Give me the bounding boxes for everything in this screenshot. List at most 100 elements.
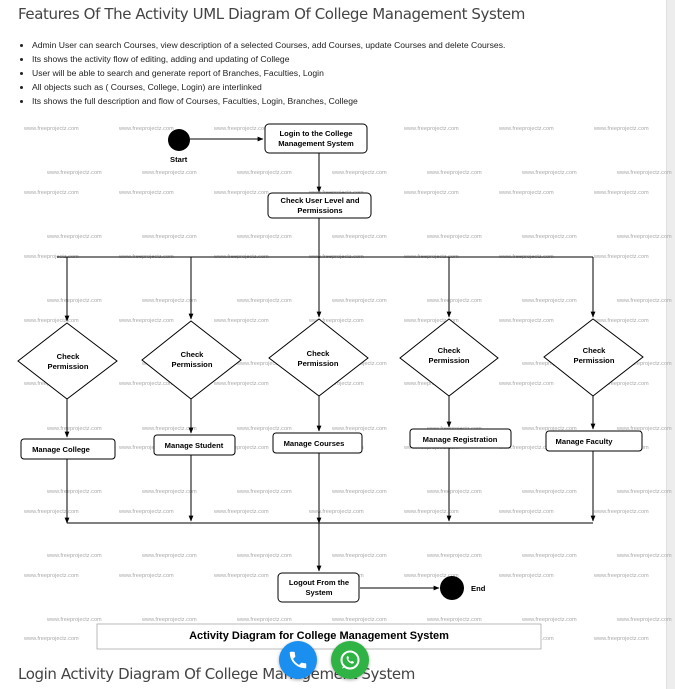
- watermark-text: www.freeprojectz.com: [426, 234, 482, 240]
- watermark-text: www.freeprojectz.com: [141, 298, 197, 304]
- watermark-text: www.freeprojectz.com: [23, 126, 79, 132]
- whatsapp-button[interactable]: [331, 641, 369, 679]
- manage-registration-node: Manage Registration: [409, 428, 512, 449]
- watermark-text: www.freeprojectz.com: [46, 617, 102, 623]
- svg-text:Login to the College: Login to the College: [280, 129, 353, 138]
- page-scroll-edge: [666, 0, 675, 689]
- watermark-text: www.freeprojectz.com: [498, 445, 554, 451]
- decision-faculty: Check Permission: [543, 318, 644, 397]
- phone-icon: [289, 651, 307, 669]
- watermark-text: www.freeprojectz.com: [23, 509, 79, 515]
- feature-list: Admin User can search Courses, view desc…: [16, 38, 505, 108]
- activity-diagram: www.freeprojectz.com www.freeprojectz.com…: [17, 123, 672, 650]
- watermark-text: www.freeprojectz.com: [331, 489, 387, 495]
- watermark-text: www.freeprojectz.com: [308, 381, 364, 387]
- logout-node: Logout From the System: [277, 572, 360, 603]
- svg-text:Permission: Permission: [298, 359, 339, 368]
- manage-courses-node: Manage Courses: [272, 432, 363, 454]
- list-item: User will be able to search and generate…: [32, 66, 505, 80]
- watermark-text: www.freeprojectz.com: [593, 573, 649, 579]
- watermark-text: www.freeprojectz.com: [593, 381, 649, 387]
- manage-college-node: Manage College: [20, 438, 116, 460]
- watermark-text: www.freeprojectz.com: [521, 234, 577, 240]
- start-label: Start: [170, 155, 188, 164]
- watermark-text: www.freeprojectz.com: [403, 509, 459, 515]
- svg-text:Activity Diagram for College M: Activity Diagram for College Management …: [189, 630, 449, 642]
- watermark-text: www.freeprojectz.com: [498, 318, 554, 324]
- watermark-text: www.freeprojectz.com: [308, 318, 364, 324]
- svg-text:Check: Check: [583, 346, 607, 355]
- watermark-text: www.freeprojectz.com: [46, 553, 102, 559]
- svg-text:Manage Registration: Manage Registration: [423, 435, 498, 444]
- watermark-text: www.freeprojectz.com: [426, 617, 482, 623]
- watermark-text: www.freeprojectz.com: [236, 298, 292, 304]
- svg-text:Manage Courses: Manage Courses: [284, 439, 345, 448]
- list-item: Admin User can search Courses, view desc…: [32, 38, 505, 52]
- watermark-text: www.freeprojectz.com: [498, 126, 554, 132]
- watermark-text: www.freeprojectz.com: [616, 553, 672, 559]
- watermark-text: www.freeprojectz.com: [141, 553, 197, 559]
- svg-text:Manage Student: Manage Student: [165, 441, 224, 450]
- watermark-text: www.freeprojectz.com: [331, 617, 387, 623]
- watermark-text: www.freeprojectz.com: [426, 170, 482, 176]
- watermark-text: www.freeprojectz.com: [403, 126, 459, 132]
- manage-student-node: Manage Student: [153, 434, 236, 456]
- watermark-text: www.freeprojectz.com: [141, 234, 197, 240]
- watermark-text: www.freeprojectz.com: [521, 361, 577, 367]
- phone-button[interactable]: [279, 641, 317, 679]
- decision-college: Check Permission: [17, 322, 118, 400]
- watermark-text: www.freeprojectz.com: [331, 170, 387, 176]
- list-item: All objects such as ( Courses, College, …: [32, 80, 505, 94]
- watermark-text: www.freeprojectz.com: [118, 126, 174, 132]
- decision-courses: Check Permission: [268, 318, 369, 397]
- login-node: Login to the College Management System: [264, 123, 368, 154]
- section-heading: Features Of The Activity UML Diagram Of …: [18, 5, 525, 23]
- watermark-text: www.freeprojectz.com: [213, 509, 269, 515]
- svg-text:Permission: Permission: [574, 356, 615, 365]
- watermark-text: www.freeprojectz.com: [236, 489, 292, 495]
- watermark-text: www.freeprojectz.com: [213, 381, 269, 387]
- svg-text:Permission: Permission: [48, 362, 89, 371]
- watermark-text: www.freeprojectz.com: [593, 126, 649, 132]
- watermark-text: www.freeprojectz.com: [426, 489, 482, 495]
- watermark-text: www.freeprojectz.com: [498, 509, 554, 515]
- section-heading-login: Login Activity Diagram Of College Manage…: [18, 665, 415, 683]
- watermark-text: www.freeprojectz.com: [403, 381, 459, 387]
- watermark-text: www.freeprojectz.com: [426, 553, 482, 559]
- svg-text:Check: Check: [438, 346, 462, 355]
- watermark-text: www.freeprojectz.com: [498, 573, 554, 579]
- watermark-text: www.freeprojectz.com: [521, 553, 577, 559]
- watermark-text: www.freeprojectz.com: [236, 553, 292, 559]
- watermark-text: www.freeprojectz.com: [521, 170, 577, 176]
- watermark-text: www.freeprojectz.com: [23, 190, 79, 196]
- watermark-text: www.freeprojectz.com: [23, 318, 79, 324]
- svg-text:Permission: Permission: [429, 356, 470, 365]
- watermark-text: www.freeprojectz.com: [46, 170, 102, 176]
- watermark-text: www.freeprojectz.com: [141, 617, 197, 623]
- watermark-text: www.freeprojectz.com: [426, 298, 482, 304]
- svg-text:System: System: [305, 588, 332, 597]
- watermark-text: www.freeprojectz.com: [236, 426, 292, 432]
- watermark-text: www.freeprojectz.com: [616, 298, 672, 304]
- watermark-text: www.freeprojectz.com: [118, 190, 174, 196]
- watermark-text: www.freeprojectz.com: [141, 426, 197, 432]
- watermark-text: www.freeprojectz.com: [23, 254, 79, 260]
- watermark-text: www.freeprojectz.com: [213, 126, 269, 132]
- decision-student: Check Permission: [141, 320, 242, 400]
- watermark-text: www.freeprojectz.com: [593, 190, 649, 196]
- watermark-text: www.freeprojectz.com: [236, 617, 292, 623]
- watermark-text: www.freeprojectz.com: [593, 636, 649, 642]
- svg-text:Check: Check: [181, 350, 205, 359]
- check-user-level-node: Check User Level and Permissions: [267, 192, 372, 219]
- list-item: Its shows the full description and flow …: [32, 94, 505, 108]
- svg-text:Check: Check: [57, 352, 81, 361]
- watermark-text: www.freeprojectz.com: [403, 573, 459, 579]
- svg-text:Manage College: Manage College: [32, 445, 90, 454]
- watermark-text: www.freeprojectz.com: [616, 170, 672, 176]
- watermark-text: www.freeprojectz.com: [141, 170, 197, 176]
- diagram-caption: Activity Diagram for College Management …: [96, 623, 542, 650]
- watermark-text: www.freeprojectz.com: [118, 318, 174, 324]
- watermark-text: www.freeprojectz.com: [118, 445, 174, 451]
- watermark-text: www.freeprojectz.com: [118, 573, 174, 579]
- watermark-text: www.freeprojectz.com: [23, 636, 79, 642]
